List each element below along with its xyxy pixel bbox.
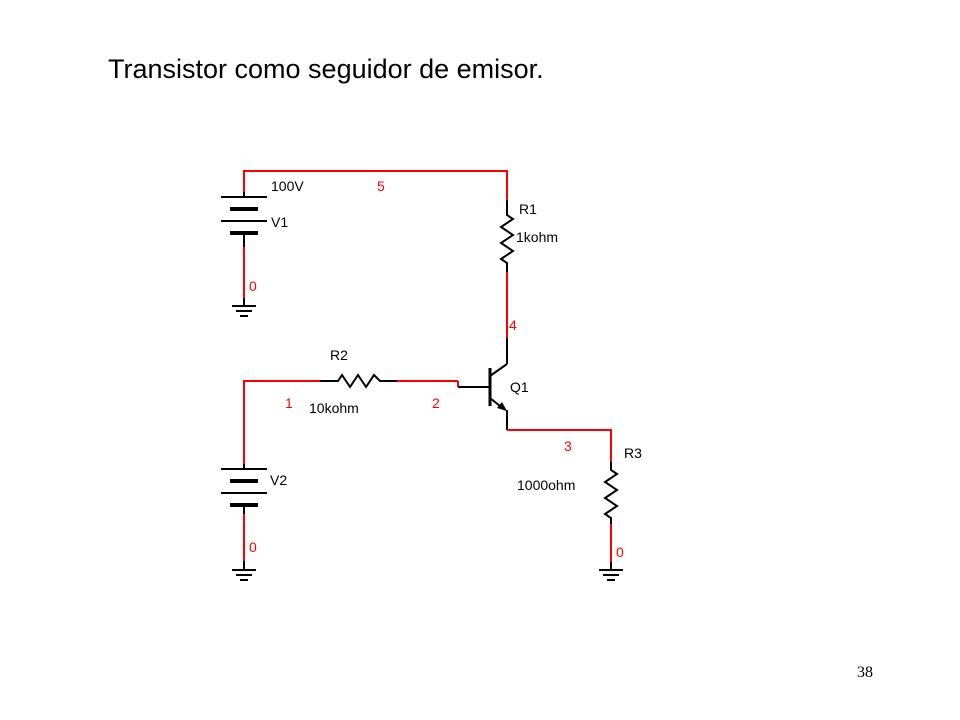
- resistor-r3: [603, 462, 619, 524]
- wire-node-5: [243, 170, 508, 200]
- r1-value-label: 1kohm: [516, 229, 558, 245]
- v1-name-label: V1: [271, 214, 288, 230]
- wire-node-3: [507, 429, 612, 462]
- node-label-ground-r3: 0: [616, 544, 624, 560]
- resistor-r1: [499, 200, 515, 272]
- v2-name-label: V2: [270, 472, 287, 488]
- r2-name-label: R2: [330, 347, 348, 363]
- node-label-ground-v1: 0: [249, 278, 257, 294]
- r3-value-label: 1000ohm: [517, 477, 575, 493]
- r3-name-label: R3: [624, 445, 642, 461]
- battery-v1: [221, 192, 267, 247]
- node-label-5: 5: [377, 178, 385, 194]
- r2-value-label: 10kohm: [309, 400, 359, 416]
- transistor-q1: [458, 338, 508, 430]
- node-label-1: 1: [285, 395, 293, 411]
- node-label-2: 2: [432, 395, 440, 411]
- q1-name-label: Q1: [510, 379, 529, 395]
- resistor-r2: [320, 373, 397, 389]
- battery-v2: [221, 464, 267, 514]
- slide-title: Transistor como seguidor de emisor.: [108, 54, 544, 84]
- r1-name-label: R1: [519, 201, 537, 217]
- ground-symbol-r3: [599, 562, 623, 581]
- v1-value-label: 100V: [271, 178, 304, 194]
- node-label-4: 4: [509, 317, 517, 333]
- node-label-ground-v2: 0: [249, 539, 257, 555]
- node-label-3: 3: [564, 438, 572, 454]
- page-number: 38: [857, 664, 873, 681]
- ground-symbol-v1: [232, 298, 256, 317]
- ground-symbol-v2: [232, 561, 256, 581]
- wire-node-1: [243, 380, 320, 464]
